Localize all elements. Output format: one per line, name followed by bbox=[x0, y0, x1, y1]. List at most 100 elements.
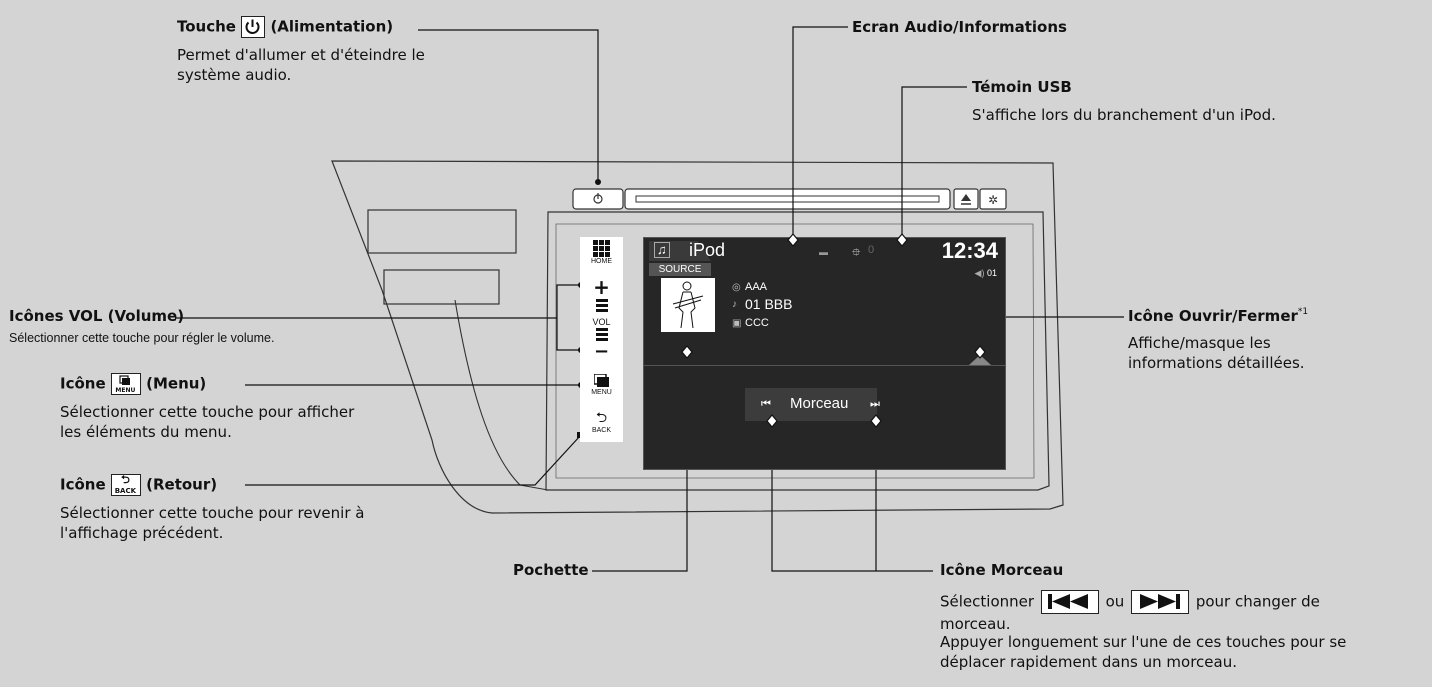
cd-slot-opening bbox=[635, 195, 940, 203]
power-title-prefix: Touche bbox=[177, 17, 236, 36]
album-art[interactable] bbox=[661, 278, 715, 332]
track-bar[interactable] bbox=[745, 388, 877, 421]
album-art-guitarist-image bbox=[672, 281, 704, 329]
skip-forward-key-icon bbox=[1131, 590, 1190, 614]
skip-back-key-icon bbox=[1040, 590, 1099, 614]
back-label: BACK bbox=[591, 427, 612, 434]
power-title-suffix: (Alimentation) bbox=[270, 17, 394, 36]
power-callout-title: Touche (Alimentation) bbox=[177, 16, 393, 38]
menu-desc-line1: Sélectionner cette touche pour afficher bbox=[60, 403, 355, 421]
open-close-desc-line1: Affiche/masque les bbox=[1128, 334, 1271, 352]
track-callout-desc2: Appuyer longuement sur l'une de ces touc… bbox=[940, 632, 1346, 672]
album-icon: ▣ bbox=[732, 318, 742, 329]
volume-bar-lower-icon bbox=[596, 328, 608, 341]
back-key-icon: ⮌ BACK bbox=[110, 473, 141, 496]
source-title: iPod bbox=[689, 240, 726, 260]
home-label: HOME bbox=[591, 258, 612, 265]
bluetooth-status-icon: 0 bbox=[868, 244, 875, 256]
source-tab[interactable] bbox=[649, 241, 711, 261]
track-bar-label: Morceau bbox=[790, 395, 849, 412]
menu-label: MENU bbox=[591, 389, 612, 396]
menu-icon bbox=[594, 374, 609, 387]
console-curve bbox=[454, 299, 549, 491]
artist-name: AAA bbox=[745, 281, 768, 293]
power-key-icon bbox=[241, 16, 266, 38]
album-name: CCC bbox=[745, 317, 769, 329]
source-button[interactable]: SOURCE bbox=[649, 263, 711, 276]
power-desc-line1: Permet d'allumer et d'éteindre le bbox=[177, 46, 425, 64]
back-desc-line1: Sélectionner cette touche pour revenir à bbox=[60, 504, 365, 522]
track-desc1-or: ou bbox=[1105, 592, 1125, 611]
track-desc1-prefix: Sélectionner bbox=[940, 592, 1035, 611]
light-button[interactable] bbox=[979, 188, 1007, 210]
volume-down-button[interactable]: − bbox=[593, 341, 610, 362]
track-number: ◀) 01 bbox=[975, 268, 997, 279]
back-title-prefix: Icône bbox=[60, 475, 106, 494]
back-key-arrow-icon: ⮌ bbox=[120, 473, 130, 486]
power-callout-desc: Permet d'allumer et d'éteindre le systèm… bbox=[177, 45, 425, 85]
back-key-label: BACK bbox=[114, 487, 137, 495]
song-name: 01 BBB bbox=[745, 296, 793, 312]
menu-callout-desc: Sélectionner cette touche pour afficher … bbox=[60, 402, 354, 442]
track-callout-desc1: Sélectionner ou pour changer de morceau. bbox=[940, 590, 1320, 634]
track-number-value: 01 bbox=[986, 268, 997, 278]
screen-inner-bezel bbox=[555, 223, 1035, 479]
open-close-superscript: *1 bbox=[1297, 307, 1309, 317]
menu-desc-line2: les éléments du menu. bbox=[60, 423, 232, 441]
back-title-suffix: (Retour) bbox=[146, 475, 218, 494]
info-divider bbox=[644, 365, 1005, 366]
vol-callout-title: Icônes VOL (Volume) bbox=[9, 307, 185, 325]
volume-control[interactable]: + VOL − bbox=[580, 275, 623, 365]
image-indicator-icon: ▬ bbox=[819, 247, 828, 257]
console-slot-lower bbox=[383, 269, 500, 305]
song-icon: ♪ bbox=[732, 299, 737, 310]
eject-icon bbox=[961, 194, 971, 201]
home-grid-icon bbox=[593, 240, 610, 257]
speaker-icon: ◀) bbox=[974, 268, 985, 278]
usb-callout-desc: S'affiche lors du branchement d'un iPod. bbox=[972, 106, 1276, 124]
menu-key-icon: MENU bbox=[110, 373, 141, 395]
music-note-icon: ♫ bbox=[654, 242, 670, 258]
console-bezel bbox=[331, 160, 1064, 514]
previous-track-button[interactable]: ⏮ bbox=[761, 398, 771, 410]
console-slot-upper bbox=[367, 209, 517, 254]
back-desc-line2: l'affichage précédent. bbox=[60, 524, 224, 542]
menu-key-label: MENU bbox=[115, 387, 136, 394]
track-desc1-suffix: pour changer de bbox=[1195, 592, 1320, 611]
power-desc-line2: système audio. bbox=[177, 66, 292, 84]
track-callout-title: Icône Morceau bbox=[940, 561, 1064, 579]
volume-up-button[interactable]: + bbox=[593, 275, 610, 299]
vol-label: VOL bbox=[592, 317, 611, 327]
track-desc2-line1: Appuyer longuement sur l'une de ces touc… bbox=[940, 633, 1347, 651]
track-desc2-line2: déplacer rapidement dans un morceau. bbox=[940, 653, 1237, 671]
screen-bezel bbox=[545, 211, 1050, 491]
back-button[interactable]: ⮌ BACK bbox=[580, 410, 623, 440]
audio-info-screen: ♫ iPod ▬ ⯐ 0 12:34 SOURCE ◀) 01 ◎ AAA ♪ … bbox=[643, 237, 1006, 470]
back-callout-desc: Sélectionner cette touche pour revenir à… bbox=[60, 503, 364, 543]
home-button[interactable]: HOME bbox=[580, 237, 623, 271]
usb-indicator-icon: ⯐ bbox=[852, 247, 861, 259]
open-close-tab[interactable] bbox=[969, 355, 991, 365]
back-arrow-icon: ⮌ bbox=[595, 410, 608, 426]
track-desc1-line2: morceau. bbox=[940, 615, 1011, 633]
next-track-button[interactable]: ⏭ bbox=[870, 398, 880, 410]
light-icon: ✲ bbox=[988, 193, 998, 207]
artist-icon: ◎ bbox=[732, 282, 741, 293]
cover-callout-title: Pochette bbox=[513, 561, 589, 579]
back-callout-title: Icône ⮌ BACK (Retour) bbox=[60, 473, 218, 496]
volume-bar-upper-icon bbox=[596, 299, 608, 312]
menu-title-prefix: Icône bbox=[60, 374, 106, 393]
open-close-title-text: Icône Ouvrir/Fermer bbox=[1128, 307, 1298, 325]
audio-screen-callout-title: Ecran Audio/Informations bbox=[852, 18, 1067, 36]
menu-callout-title: Icône MENU (Menu) bbox=[60, 373, 206, 395]
usb-callout-title: Témoin USB bbox=[972, 78, 1072, 96]
open-close-desc-line2: informations détaillées. bbox=[1128, 354, 1305, 372]
open-close-callout-desc: Affiche/masque les informations détaillé… bbox=[1128, 333, 1305, 373]
open-close-callout-title: Icône Ouvrir/Fermer*1 bbox=[1128, 307, 1308, 325]
vol-callout-desc: Sélectionner cette touche pour régler le… bbox=[9, 331, 275, 345]
menu-title-suffix: (Menu) bbox=[146, 374, 207, 393]
clock: 12:34 bbox=[941, 238, 998, 263]
menu-button[interactable]: MENU bbox=[580, 372, 623, 402]
